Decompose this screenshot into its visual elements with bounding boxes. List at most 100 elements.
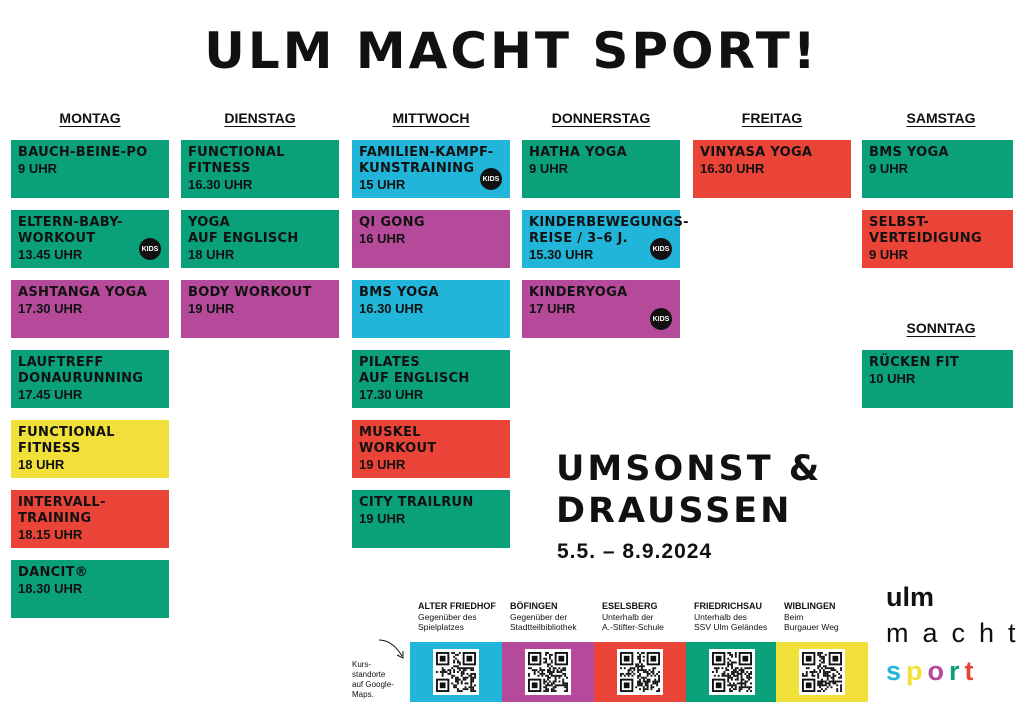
location-qr-tile[interactable] (686, 642, 778, 702)
class-card: HATHA YOGA 9 UHR (522, 140, 680, 198)
class-card: FUNCTIONAL FITNESS 16.30 UHR (181, 140, 339, 198)
class-card: BMS YOGA 9 UHR (862, 140, 1013, 198)
logo-sport-letter: r (949, 656, 965, 686)
location-qr-tile[interactable] (410, 642, 502, 702)
location-qr-tile[interactable] (776, 642, 868, 702)
qr-code[interactable] (799, 649, 845, 695)
class-card: ELTERN-BABY- WORKOUT 13.45 UHR KIDS (11, 210, 169, 268)
headline-line-1: UMSONST & (556, 449, 823, 489)
class-name: RÜCKEN FIT (869, 355, 960, 370)
class-time: 17.30 UHR (18, 301, 83, 316)
qr-code[interactable] (433, 649, 479, 695)
class-name: VINYASA YOGA (700, 145, 813, 160)
class-time: 17 UHR (529, 301, 576, 316)
class-card: KINDERBEWEGUNGS- REISE / 3–6 J. 15.30 UH… (522, 210, 689, 268)
class-time: 18 UHR (18, 457, 65, 472)
location-qr-tile[interactable] (502, 642, 594, 702)
location-heading: FRIEDRICHSAU Unterhalb des SSV Ulm Gelän… (694, 601, 786, 632)
class-name: FUNCTIONAL FITNESS (188, 145, 285, 176)
date-range: 5.5. – 8.9.2024 (557, 540, 713, 563)
class-name: BMS YOGA (359, 285, 439, 300)
class-name: DANCIT® (18, 565, 89, 580)
class-card: ASHTANGA YOGA 17.30 UHR (11, 280, 169, 338)
class-card: RÜCKEN FIT 10 UHR (862, 350, 1013, 408)
class-name: YOGA AUF ENGLISCH (188, 215, 299, 246)
day-header-thursday: DONNERSTAG (551, 110, 651, 126)
location-name: BÖFINGEN (510, 601, 558, 611)
class-time: 18.15 UHR (18, 527, 83, 542)
class-card: INTERVALL- TRAINING 18.15 UHR (11, 490, 169, 548)
class-card: SELBST- VERTEIDIGUNG 9 UHR (862, 210, 1013, 268)
class-name: CITY TRAILRUN (359, 495, 474, 510)
class-name: ASHTANGA YOGA (18, 285, 147, 300)
class-time: 17.30 UHR (359, 387, 424, 402)
class-card: YOGA AUF ENGLISCH 18 UHR (181, 210, 339, 268)
location-description: Gegenüber der Stadtteilbibliothek (510, 612, 577, 632)
class-card: FUNCTIONAL FITNESS 18 UHR (11, 420, 169, 478)
class-name: HATHA YOGA (529, 145, 627, 160)
logo-sport-letter: t (964, 656, 979, 686)
headline-line-2: DRAUSSEN (556, 491, 793, 531)
class-time: 15.30 UHR (529, 247, 594, 262)
class-card: PILATES AUF ENGLISCH 17.30 UHR (352, 350, 510, 408)
class-time: 9 UHR (529, 161, 569, 176)
class-name: KINDERBEWEGUNGS- REISE / 3–6 J. (529, 215, 689, 246)
location-heading: ESELSBERG Unterhalb der A.-Stifter-Schul… (602, 601, 694, 632)
class-time: 19 UHR (359, 511, 406, 526)
day-header-friday: FREITAG (741, 110, 803, 126)
logo-sport-letter: o (927, 656, 950, 686)
day-header-tuesday: DIENSTAG (224, 110, 296, 126)
class-time: 19 UHR (359, 457, 406, 472)
class-time: 9 UHR (869, 161, 909, 176)
class-name: FAMILIEN-KAMPF- KUNSTRAINING (359, 145, 494, 176)
qr-code[interactable] (709, 649, 755, 695)
class-card: CITY TRAILRUN 19 UHR (352, 490, 510, 548)
kids-badge: KIDS (139, 238, 161, 260)
day-header-saturday: SAMSTAG (906, 110, 976, 126)
logo-sport-letter: p (906, 656, 928, 686)
location-heading: ALTER FRIEDHOF Gegenüber des Spielplatze… (418, 601, 510, 632)
location-name: ESELSBERG (602, 601, 658, 611)
kids-badge: KIDS (650, 308, 672, 330)
class-time: 16 UHR (359, 231, 406, 246)
class-card: BODY WORKOUT 19 UHR (181, 280, 339, 338)
day-header-monday: MONTAG (59, 110, 121, 126)
class-name: BAUCH-BEINE-PO (18, 145, 148, 160)
class-card: KINDERYOGA 17 UHR KIDS (522, 280, 680, 338)
kids-badge: KIDS (650, 238, 672, 260)
class-card: DANCIT® 18.30 UHR (11, 560, 169, 618)
location-heading: BÖFINGEN Gegenüber der Stadtteilbiblioth… (510, 601, 602, 632)
class-name: PILATES AUF ENGLISCH (359, 355, 470, 386)
class-card: MUSKEL WORKOUT 19 UHR (352, 420, 510, 478)
class-name: ELTERN-BABY- WORKOUT (18, 215, 123, 246)
logo-ulm: ulm (886, 582, 935, 612)
location-heading: WIBLINGEN Beim Burgauer Weg (784, 601, 876, 632)
qr-code[interactable] (525, 649, 571, 695)
kursstandorte-note: Kurs- standorte auf Google- Maps. (352, 660, 394, 699)
class-card: FAMILIEN-KAMPF- KUNSTRAINING 15 UHR KIDS (352, 140, 510, 198)
location-qr-tile[interactable] (594, 642, 686, 702)
location-description: Unterhalb der A.-Stifter-Schule (602, 612, 664, 632)
kids-badge: KIDS (480, 168, 502, 190)
class-time: 15 UHR (359, 177, 406, 192)
class-card: LAUFTREFF DONAURUNNING 17.45 UHR (11, 350, 169, 408)
class-name: LAUFTREFF DONAURUNNING (18, 355, 144, 386)
class-time: 9 UHR (869, 247, 909, 262)
location-name: ALTER FRIEDHOF (418, 601, 496, 611)
location-description: Unterhalb des SSV Ulm Geländes (694, 612, 768, 632)
logo-macht: macht (886, 618, 1023, 648)
class-name: KINDERYOGA (529, 285, 628, 300)
qr-code[interactable] (617, 649, 663, 695)
class-time: 16.30 UHR (700, 161, 765, 176)
day-header-wednesday: MITTWOCH (392, 110, 470, 126)
class-name: MUSKEL WORKOUT (359, 425, 437, 456)
location-name: WIBLINGEN (784, 601, 836, 611)
headline: UMSONST & DRAUSSEN (556, 448, 822, 532)
class-name: SELBST- VERTEIDIGUNG (869, 215, 982, 246)
class-name: INTERVALL- TRAINING (18, 495, 106, 526)
class-time: 16.30 UHR (359, 301, 424, 316)
location-description: Gegenüber des Spielplatzes (418, 612, 477, 632)
day-header-sunday: SONNTAG (906, 320, 976, 336)
location-name: FRIEDRICHSAU (694, 601, 763, 611)
page-title: ULM MACHT SPORT! (204, 22, 819, 80)
